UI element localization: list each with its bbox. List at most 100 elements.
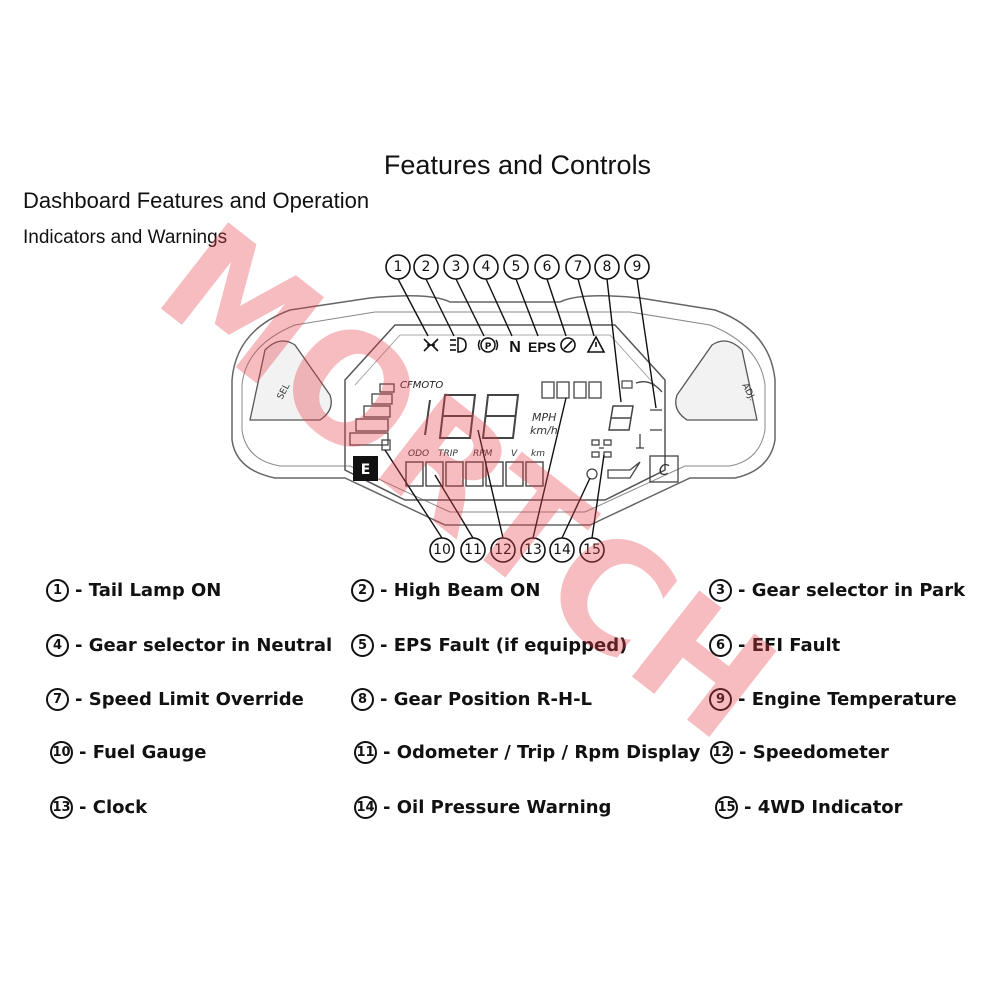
sel-button <box>249 340 332 421</box>
svg-text:10: 10 <box>433 542 451 558</box>
svg-text:7: 7 <box>574 259 583 275</box>
svg-text:2: 2 <box>422 259 431 275</box>
callout-1: 1 <box>385 254 411 280</box>
callout-7: 7 <box>565 254 591 280</box>
callout-9: 9 <box>624 254 650 280</box>
oil-pressure-icon <box>586 461 641 480</box>
legend-number: 11 <box>354 741 377 764</box>
sl-indicator-icon <box>621 380 633 389</box>
legend-number: 13 <box>50 796 73 819</box>
svg-text:12: 12 <box>494 542 512 558</box>
svg-text:13: 13 <box>524 542 542 558</box>
legend-item: 2 - High Beam ON <box>351 579 540 602</box>
callout-11: 11 <box>460 537 486 563</box>
callout-14: 14 <box>549 537 575 563</box>
temp-c-letter: C <box>659 461 670 479</box>
legend-item: 14 - Oil Pressure Warning <box>354 796 611 819</box>
legend-text: - Oil Pressure Warning <box>383 797 612 818</box>
mode-km: km <box>531 449 545 459</box>
legend-number: 4 <box>46 634 69 657</box>
callout-5: 5 <box>503 254 529 280</box>
legend-text: - Fuel Gauge <box>79 742 207 763</box>
page-title: Features and Controls <box>383 150 652 180</box>
svg-text:P: P <box>485 342 492 352</box>
callout-13: 13 <box>520 537 546 563</box>
svg-text:14: 14 <box>553 542 571 558</box>
svg-text:11: 11 <box>464 542 482 558</box>
callout-12: 12 <box>490 537 516 563</box>
mode-odo: ODO <box>408 449 429 459</box>
legend-item: 7 - Speed Limit Override <box>46 688 304 711</box>
callout-10: 10 <box>429 537 455 563</box>
legend-number: 7 <box>46 688 69 711</box>
svg-text:5: 5 <box>512 259 521 275</box>
svg-text:6: 6 <box>543 259 552 275</box>
speed-unit-mph: MPH <box>532 411 556 424</box>
legend-item: 8 - Gear Position R-H-L <box>351 688 592 711</box>
legend-text: - EPS Fault (if equipped) <box>380 635 628 656</box>
legend-item: 15 - 4WD Indicator <box>715 796 903 819</box>
gear-position-digit <box>608 405 634 431</box>
legend-item: 10 - Fuel Gauge <box>50 741 206 764</box>
legend-number: 8 <box>351 688 374 711</box>
legend-item: 1- Tail Lamp ON <box>46 579 221 602</box>
4wd-icon <box>591 439 612 458</box>
dashboard-housing <box>231 295 776 526</box>
fuel-empty-letter: E <box>361 462 371 478</box>
legend-item: 13- Clock <box>50 796 147 819</box>
legend-text: - Gear Position R-H-L <box>380 689 593 710</box>
neutral-indicator: N <box>509 339 521 356</box>
legend-number: 2 <box>351 579 374 602</box>
legend-text: - Engine Temperature <box>738 689 957 710</box>
callout-3: 3 <box>443 254 469 280</box>
warning-triangle-icon <box>586 335 606 353</box>
legend-number: 1 <box>46 579 69 602</box>
tail-lamp-icon <box>423 338 439 352</box>
legend-item: 12- Speedometer <box>710 741 889 764</box>
mode-v: V <box>511 449 518 459</box>
legend-item: 11 - Odometer / Trip / Rpm Display <box>354 741 700 764</box>
legend-number: 9 <box>709 688 732 711</box>
legend-text: - EFI Fault <box>738 635 841 656</box>
callout-2: 2 <box>413 254 439 280</box>
fuel-pump-icon <box>381 439 391 451</box>
speedometer-digits <box>424 394 520 439</box>
legend-number: 14 <box>354 796 377 819</box>
legend-item: 5 - EPS Fault (if equipped) <box>351 634 627 657</box>
legend-number: 10 <box>50 741 73 764</box>
legend-item: 6 - EFI Fault <box>709 634 840 657</box>
efi-fault-icon <box>560 337 576 353</box>
brand-logo: CFMOTO <box>400 380 443 391</box>
svg-text:3: 3 <box>452 259 461 275</box>
adj-button <box>675 340 758 421</box>
svg-text:9: 9 <box>633 259 642 275</box>
svg-text:4: 4 <box>482 259 491 275</box>
legend-text: - Odometer / Trip / Rpm Display <box>383 742 701 763</box>
callout-4: 4 <box>473 254 499 280</box>
odometer-digits <box>405 461 544 487</box>
legend-text: - Speed Limit Override <box>75 689 304 710</box>
park-icon: P <box>477 337 499 353</box>
legend-item: 9 - Engine Temperature <box>709 688 957 711</box>
speed-unit-kmh: km/h <box>530 424 558 437</box>
legend-number: 6 <box>709 634 732 657</box>
svg-text:15: 15 <box>583 542 601 558</box>
legend-text: - High Beam ON <box>380 580 541 601</box>
legend-number: 5 <box>351 634 374 657</box>
legend-text: - 4WD Indicator <box>744 797 903 818</box>
clock-digits <box>541 381 602 399</box>
temperature-gauge <box>635 381 663 431</box>
fuel-gauge <box>349 383 395 446</box>
section-title: Dashboard Features and Operation <box>23 188 370 213</box>
legend-number: 3 <box>709 579 732 602</box>
callout-6: 6 <box>534 254 560 280</box>
eps-indicator: EPS <box>528 339 556 355</box>
legend-item: 3 - Gear selector in Park <box>709 579 965 602</box>
legend-item: 4- Gear selector in Neutral <box>46 634 332 657</box>
subsection-title: Indicators and Warnings <box>23 227 228 248</box>
legend-text: - Speedometer <box>739 742 889 763</box>
legend-text: - Gear selector in Park <box>738 580 966 601</box>
legend-number: 15 <box>715 796 738 819</box>
lcd-screen <box>344 324 666 501</box>
